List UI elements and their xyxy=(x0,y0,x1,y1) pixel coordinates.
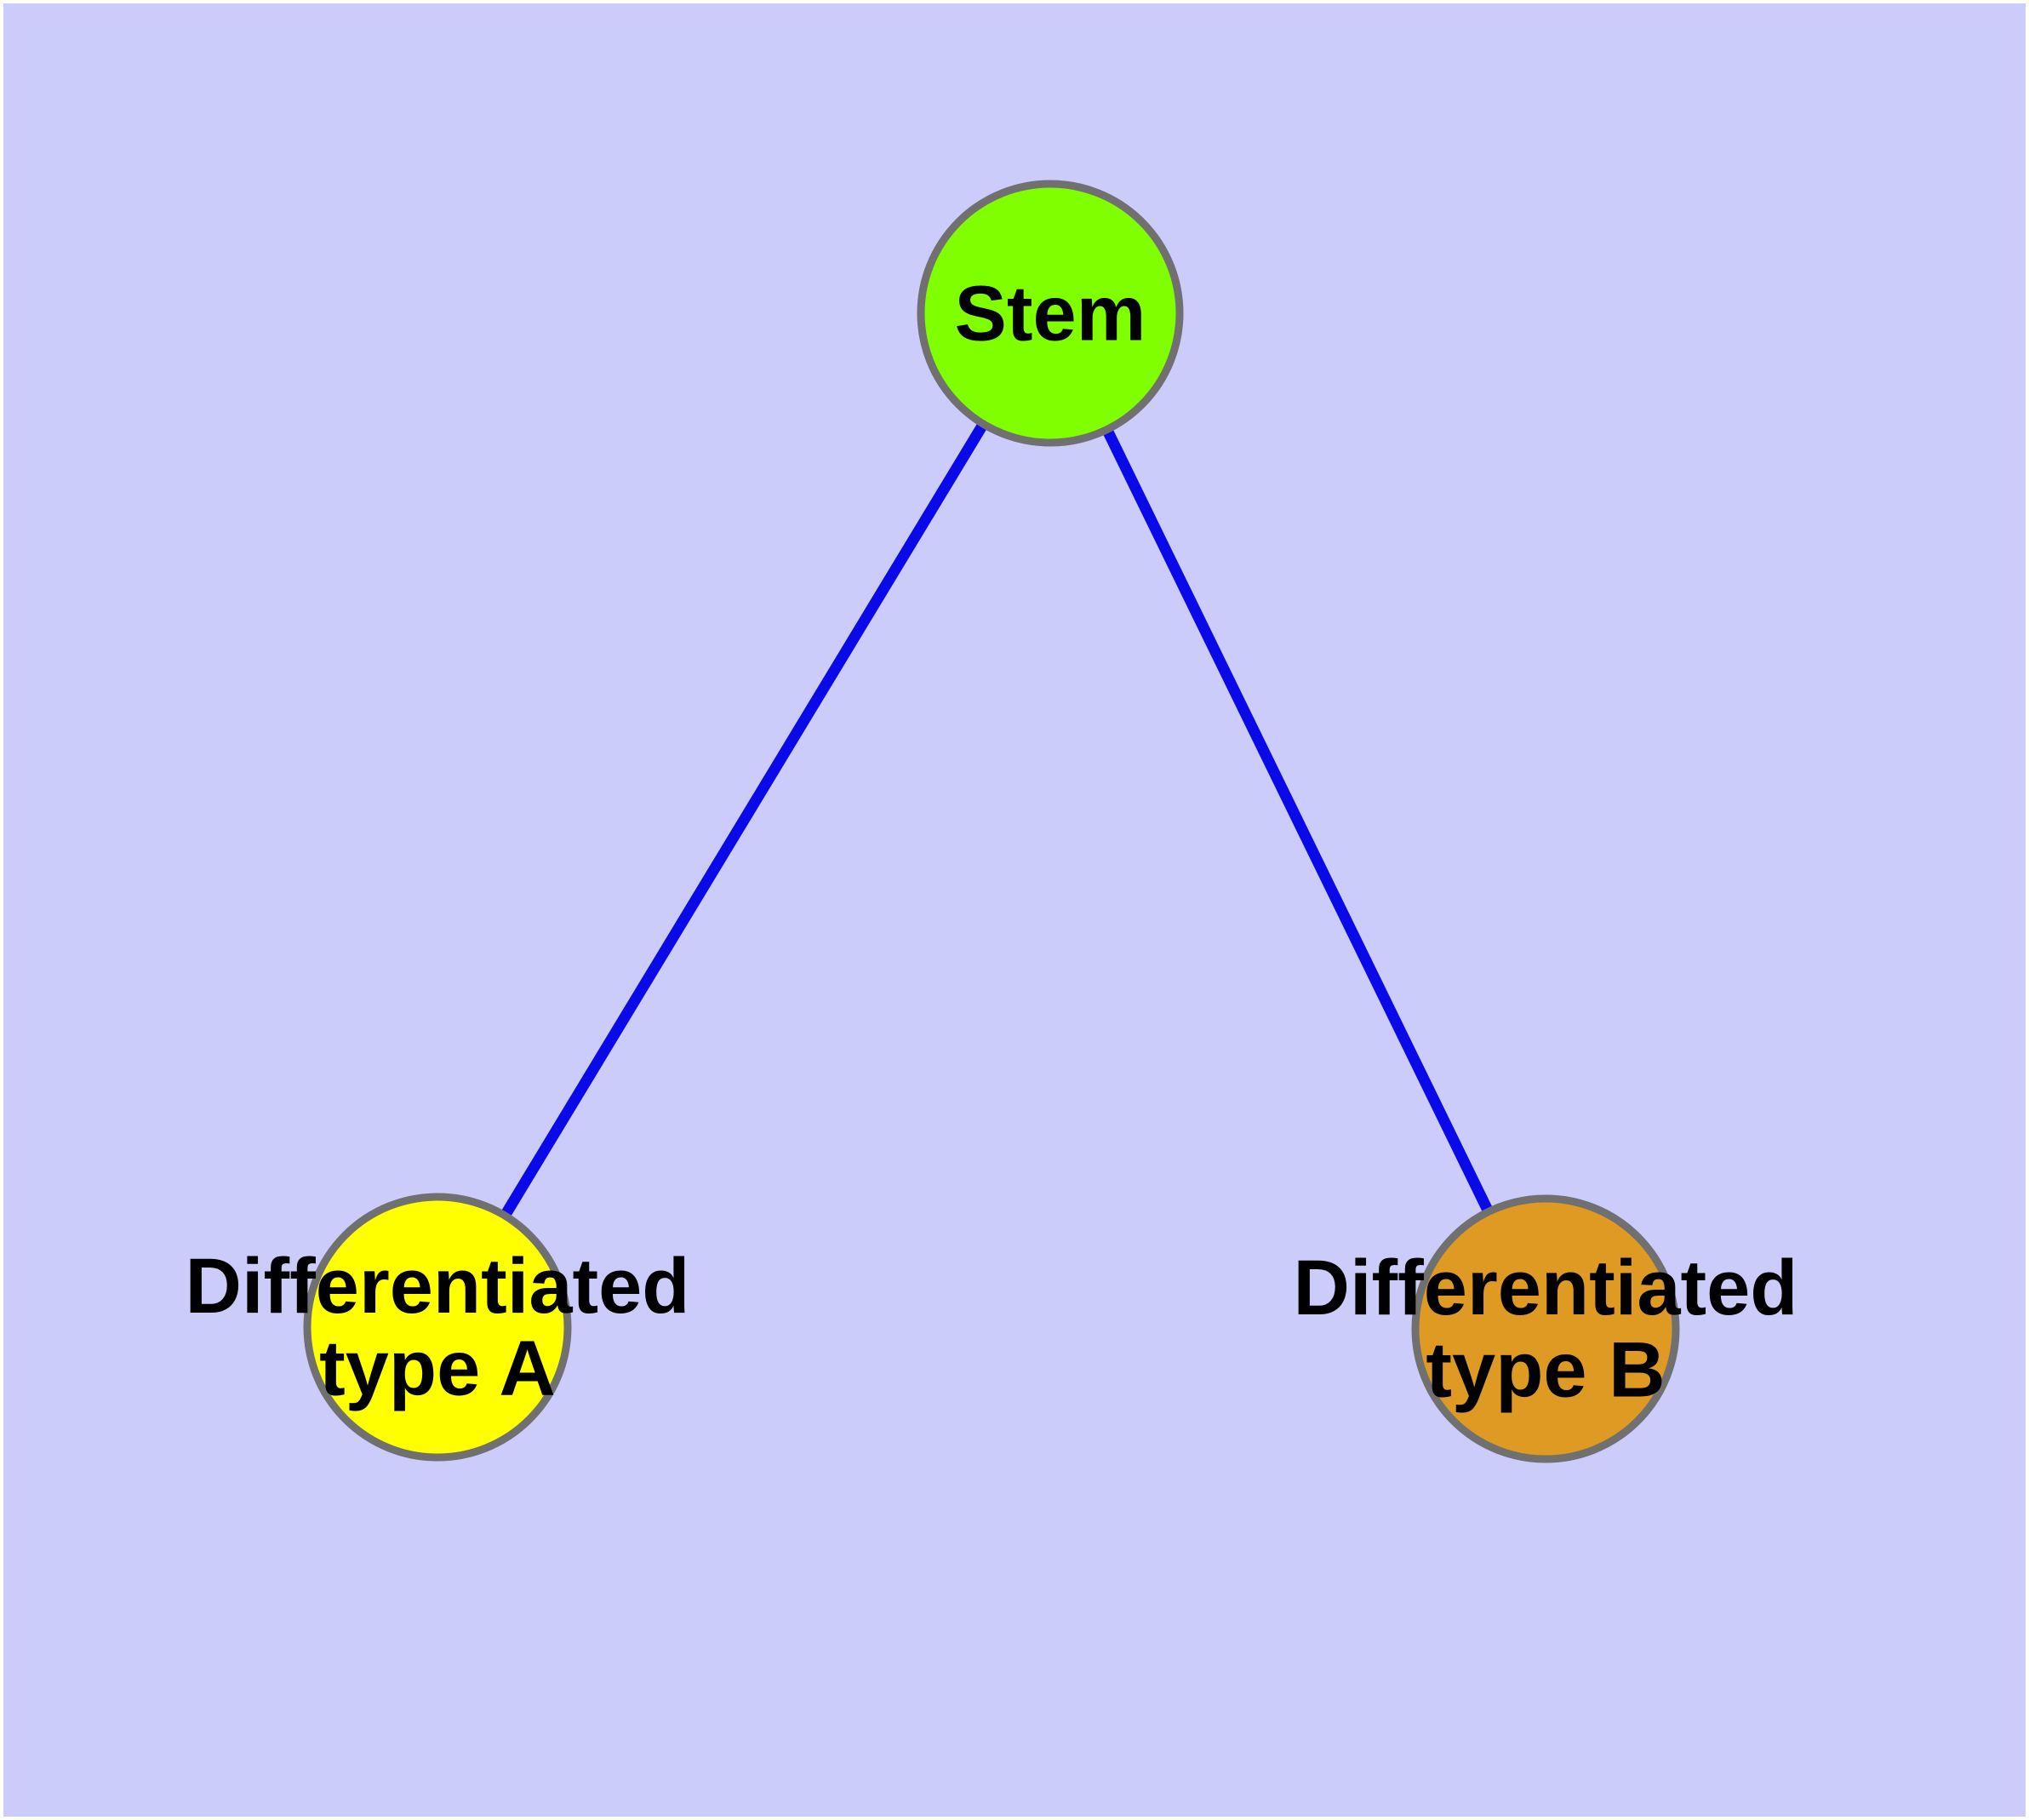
node-circle-differentiated-type-a[interactable] xyxy=(303,1193,572,1462)
node-layer xyxy=(303,180,1680,1463)
node-circle-stem[interactable] xyxy=(917,180,1184,447)
node-circle-differentiated-type-b[interactable] xyxy=(1411,1194,1680,1463)
node-differentiated-type-b[interactable] xyxy=(1411,1194,1680,1463)
node-label-stem: Stem xyxy=(955,270,1146,357)
edge-stem-to-differentiated-type-a[interactable] xyxy=(497,416,992,1223)
edge-stem-to-differentiated-type-b[interactable] xyxy=(1100,422,1496,1219)
node-stem[interactable] xyxy=(917,180,1184,447)
node-label-line: Differentiated xyxy=(186,1243,690,1330)
node-label-line: type A xyxy=(319,1325,556,1412)
node-label-line: Stem xyxy=(955,270,1146,357)
edge-layer xyxy=(497,416,1496,1223)
node-label-line: Differentiated xyxy=(1294,1245,1798,1331)
node-differentiated-type-a[interactable] xyxy=(303,1193,572,1462)
node-label-line: type B xyxy=(1426,1327,1665,1414)
